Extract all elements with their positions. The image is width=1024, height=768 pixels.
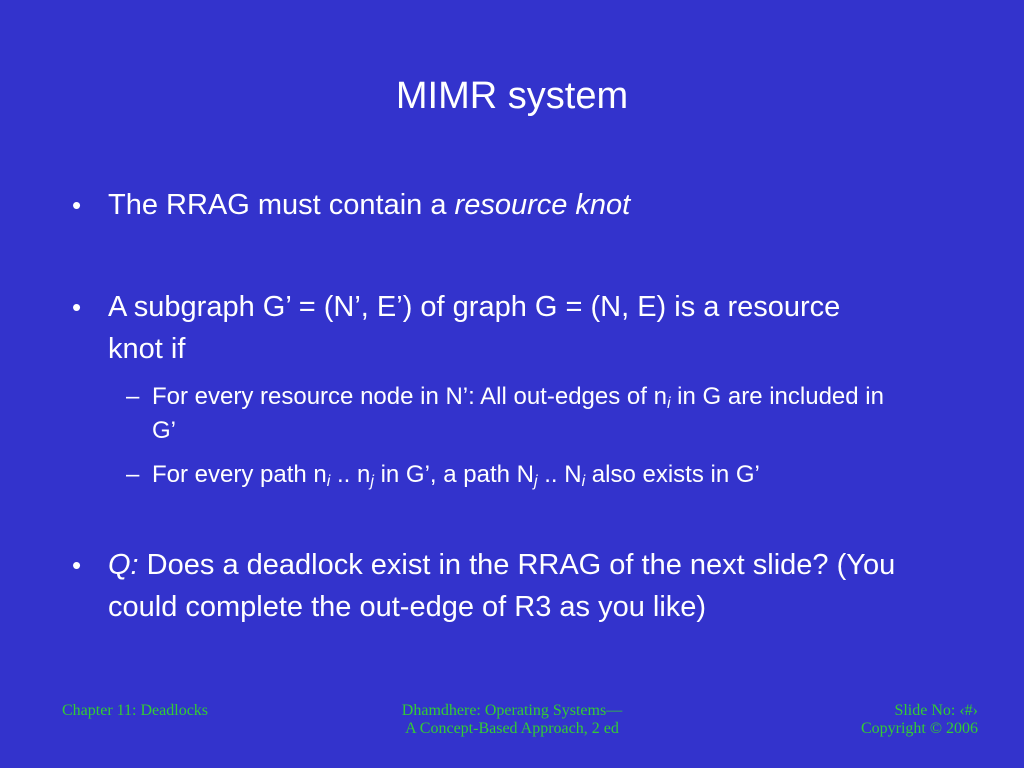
question-label: Q: (108, 549, 139, 581)
footer-book-line2: A Concept-Based Approach, 2 ed (405, 720, 619, 737)
dash-icon: – (126, 383, 140, 410)
subscript: i (581, 473, 586, 490)
subscript: j (533, 473, 538, 490)
footer-book-line1: Dhamdhere: Operating Systems— (401, 702, 623, 719)
path-part: For every path n (152, 461, 327, 488)
sub-bullet-text: For every resource node in N’: All out-e… (152, 380, 906, 448)
sub-bullet-text: For every path ni .. nj in G’, a path Nj… (152, 458, 926, 492)
subscript: i (326, 473, 331, 490)
bullet-icon: • (72, 292, 82, 322)
question-text: Does a deadlock exist in the RRAG of the… (108, 549, 896, 623)
bullet-text-emphasis: resource knot (454, 189, 631, 221)
bullet-text: The RRAG must contain a resource knot (108, 184, 972, 226)
footer-chapter: Chapter 11: Deadlocks (62, 702, 209, 719)
path-part: .. N (537, 461, 582, 488)
subscript: j (370, 473, 374, 490)
sub-bullet-suffix: in G are included in G’ (152, 383, 884, 444)
footer-book: Dhamdhere: Operating Systems— A Concept-… (312, 702, 712, 738)
subscript: i (666, 395, 671, 412)
footer-slide-info: Slide No: ‹#› Copyright © 2006 (861, 702, 978, 738)
path-part: .. n (330, 461, 371, 488)
path-part: in G’, a path N (373, 461, 534, 488)
sub-bullet-out-edges: – For every resource node in N’: All out… (126, 380, 906, 448)
footer-slide-number: Slide No: ‹#› (894, 702, 978, 719)
path-part: also exists in G’ (585, 461, 760, 488)
footer-copyright: Copyright © 2006 (860, 720, 978, 737)
bullet-text-prefix: The RRAG must contain a (108, 189, 455, 221)
dash-icon: – (126, 461, 140, 488)
bullet-question: • Q: Does a deadlock exist in the RRAG o… (72, 544, 972, 628)
slide-title: MIMR system (395, 75, 629, 117)
bullet-icon: • (72, 550, 82, 580)
bullet-icon: • (72, 190, 82, 220)
bullet-subgraph-definition: • A subgraph G’ = (N’, E’) of graph G = … (72, 286, 852, 370)
bullet-text: A subgraph G’ = (N’, E’) of graph G = (N… (108, 291, 841, 365)
sub-bullet-path: – For every path ni .. nj in G’, a path … (126, 458, 926, 492)
bullet-text: Q: Does a deadlock exist in the RRAG of … (108, 544, 972, 628)
sub-bullet-prefix: For every resource node in N’: All out-e… (152, 383, 667, 410)
bullet-resource-knot: • The RRAG must contain a resource knot (72, 184, 972, 226)
